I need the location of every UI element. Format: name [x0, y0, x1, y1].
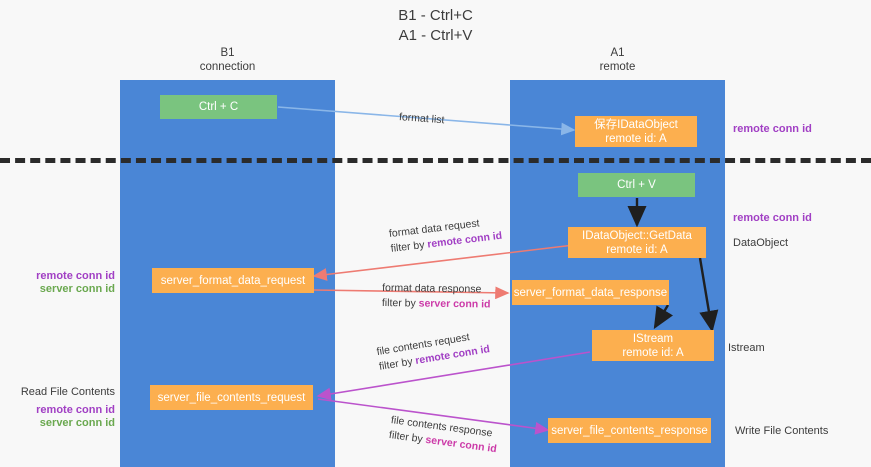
- annotation-istream: Istream: [728, 342, 765, 354]
- edge-label-file-contents-response: file contents response filter by server …: [388, 414, 498, 456]
- node-save-idataobject[interactable]: 保存IDataObject remote id: A: [575, 116, 697, 147]
- annotation-left-remote-conn-id-mid: remote conn id: [36, 270, 115, 282]
- node-server-format-data-request[interactable]: server_format_data_request: [152, 268, 314, 293]
- annotation-dataobject: DataObject: [733, 237, 789, 249]
- annotation-left-server-conn-id-bottom: server conn id: [39, 417, 115, 429]
- node-server-format-data-response[interactable]: server_format_data_response: [512, 280, 669, 305]
- lane-header-a1: A1 remote: [599, 47, 636, 73]
- annotation-write-file-contents: Write File Contents: [735, 425, 829, 437]
- edge-label-format-list: format list: [398, 111, 445, 127]
- annotation-left-remote-conn-id-bottom: remote conn id: [36, 404, 115, 416]
- annotation-right-remote-conn-id-mid: remote conn id: [733, 212, 812, 224]
- node-idataobject-getdata[interactable]: IDataObject::GetData remote id: A: [568, 227, 706, 258]
- node-ctrl-c[interactable]: Ctrl + C: [160, 95, 277, 119]
- node-istream[interactable]: IStream remote id: A: [592, 330, 714, 361]
- node-ctrl-v[interactable]: Ctrl + V: [578, 173, 695, 197]
- edge-label-format-data-response: format data response filter by server co…: [381, 282, 491, 311]
- diagram-title: B1 - Ctrl+C A1 - Ctrl+V: [398, 7, 473, 44]
- annotation-left-server-conn-id-mid: server conn id: [39, 283, 115, 295]
- annotation-right-remote-conn-id-top: remote conn id: [733, 123, 812, 135]
- annotation-read-file-contents: Read File Contents: [20, 386, 115, 398]
- edge-label-format-data-request: format data request filter by remote con…: [388, 217, 503, 255]
- phase-divider: [0, 158, 871, 163]
- node-server-file-contents-request[interactable]: server_file_contents_request: [150, 385, 313, 410]
- node-server-file-contents-response[interactable]: server_file_contents_response: [548, 418, 711, 443]
- lane-header-b1: B1 connection: [199, 47, 256, 73]
- edge-label-file-contents-request: file contents request filter by remote c…: [375, 331, 491, 373]
